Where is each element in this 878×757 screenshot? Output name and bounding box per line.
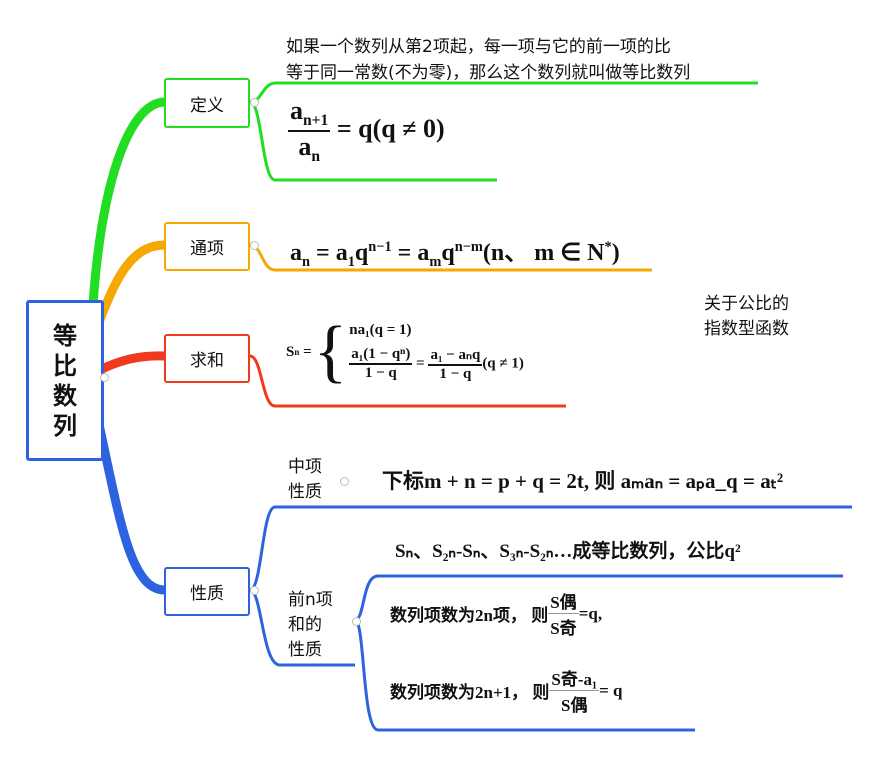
note: 关于公比的指数型函数 (704, 294, 789, 339)
collapse-toggle[interactable] (250, 98, 259, 107)
properties-node[interactable]: 性质 (164, 567, 250, 616)
definition-node[interactable]: 定义 (164, 78, 250, 128)
sum-label: 求和 (190, 351, 224, 371)
general-term-node[interactable]: 通项 (164, 222, 250, 271)
root-node[interactable]: 等 比 数 列 (26, 300, 104, 461)
root-char: 数 (53, 381, 77, 410)
branch-general-term (91, 240, 166, 332)
properties-label: 性质 (190, 584, 224, 604)
sum-line (249, 354, 566, 408)
sum-node[interactable]: 求和 (164, 334, 250, 383)
branch-properties (93, 419, 166, 595)
root-char: 等 (53, 321, 77, 350)
collapse-toggle[interactable] (250, 586, 259, 595)
partial-sums-item-1: Sₙ、S₂ₙ-Sₙ、S₃ₙ-S₂ₙ…成等比数列，公比q² (395, 541, 741, 562)
definition-text-2: 等于同一常数(不为零)，那么这个数列就叫做等比数列 (286, 63, 691, 83)
root-char: 列 (53, 411, 77, 440)
root-char: 比 (53, 351, 77, 380)
collapse-toggle[interactable] (250, 241, 259, 250)
collapse-toggle[interactable] (340, 477, 349, 486)
middle-term-formula: 下标m + n = p + q = 2t, 则 aₘaₙ = aₚa_q = a… (382, 469, 784, 493)
partial-sums-label: 前n项和的性质 (288, 590, 333, 660)
branch-definition (87, 97, 166, 321)
collapse-toggle[interactable] (352, 617, 361, 626)
general-term-label: 通项 (190, 239, 224, 259)
branch-sum (97, 351, 166, 375)
definition-label: 定义 (190, 95, 224, 116)
collapse-toggle[interactable] (100, 373, 109, 382)
middle-term-label: 中项性质 (288, 457, 322, 502)
general-term-formula: an = a1qn−1 = amqn−m(n、 m ∈ N*) (290, 239, 620, 270)
definition-text-1: 如果一个数列从第2项起，每一项与它的前一项的比 (286, 37, 671, 57)
